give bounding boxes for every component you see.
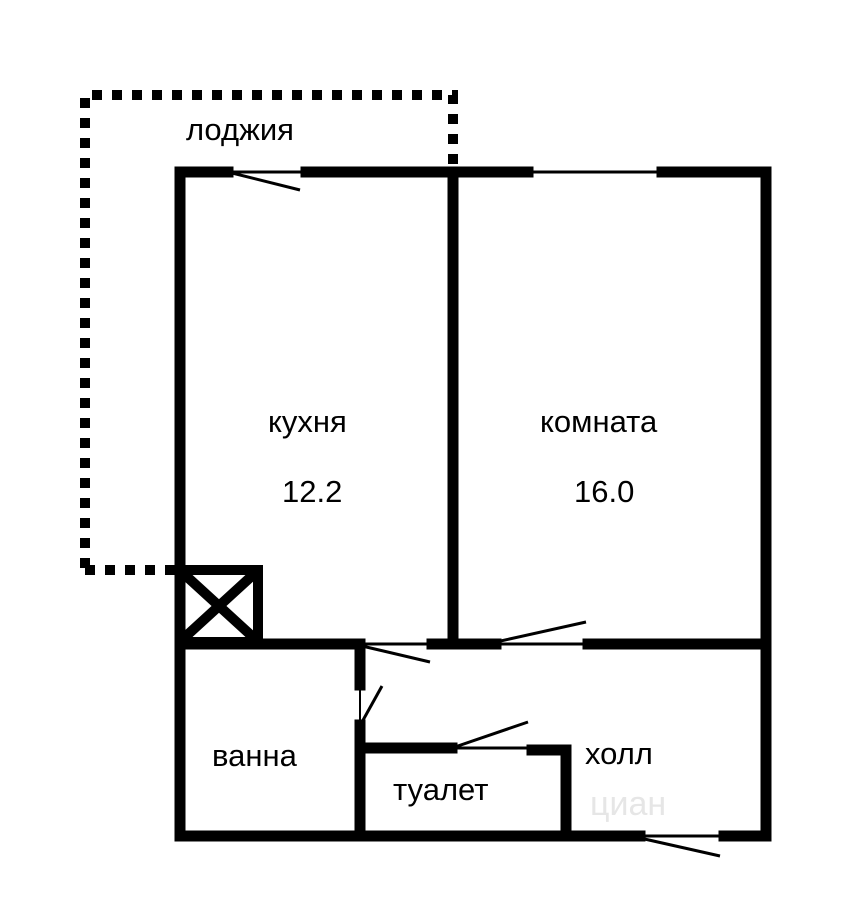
toilet-label: туалет (393, 772, 488, 807)
loggia-label: лоджия (186, 112, 294, 147)
kitchen-door-icon (361, 644, 431, 664)
door-swings (227, 170, 721, 858)
watermark: циан (590, 785, 666, 823)
loggia-door-icon (227, 170, 301, 192)
hall-label: холл (585, 736, 653, 771)
bath-door-icon (360, 685, 384, 723)
toilet-door-icon (451, 720, 529, 750)
room-door-icon (495, 620, 587, 644)
ventilation-shaft-icon (175, 565, 263, 647)
loggia-outline (80, 90, 458, 575)
bath-label: ванна (212, 738, 298, 773)
kitchen-area: 12.2 (282, 474, 342, 509)
room-label: комната (540, 404, 658, 439)
entrance-door-icon (639, 836, 721, 858)
kitchen-label: кухня (268, 404, 347, 439)
walls (174, 166, 772, 842)
room-area: 16.0 (574, 474, 634, 509)
